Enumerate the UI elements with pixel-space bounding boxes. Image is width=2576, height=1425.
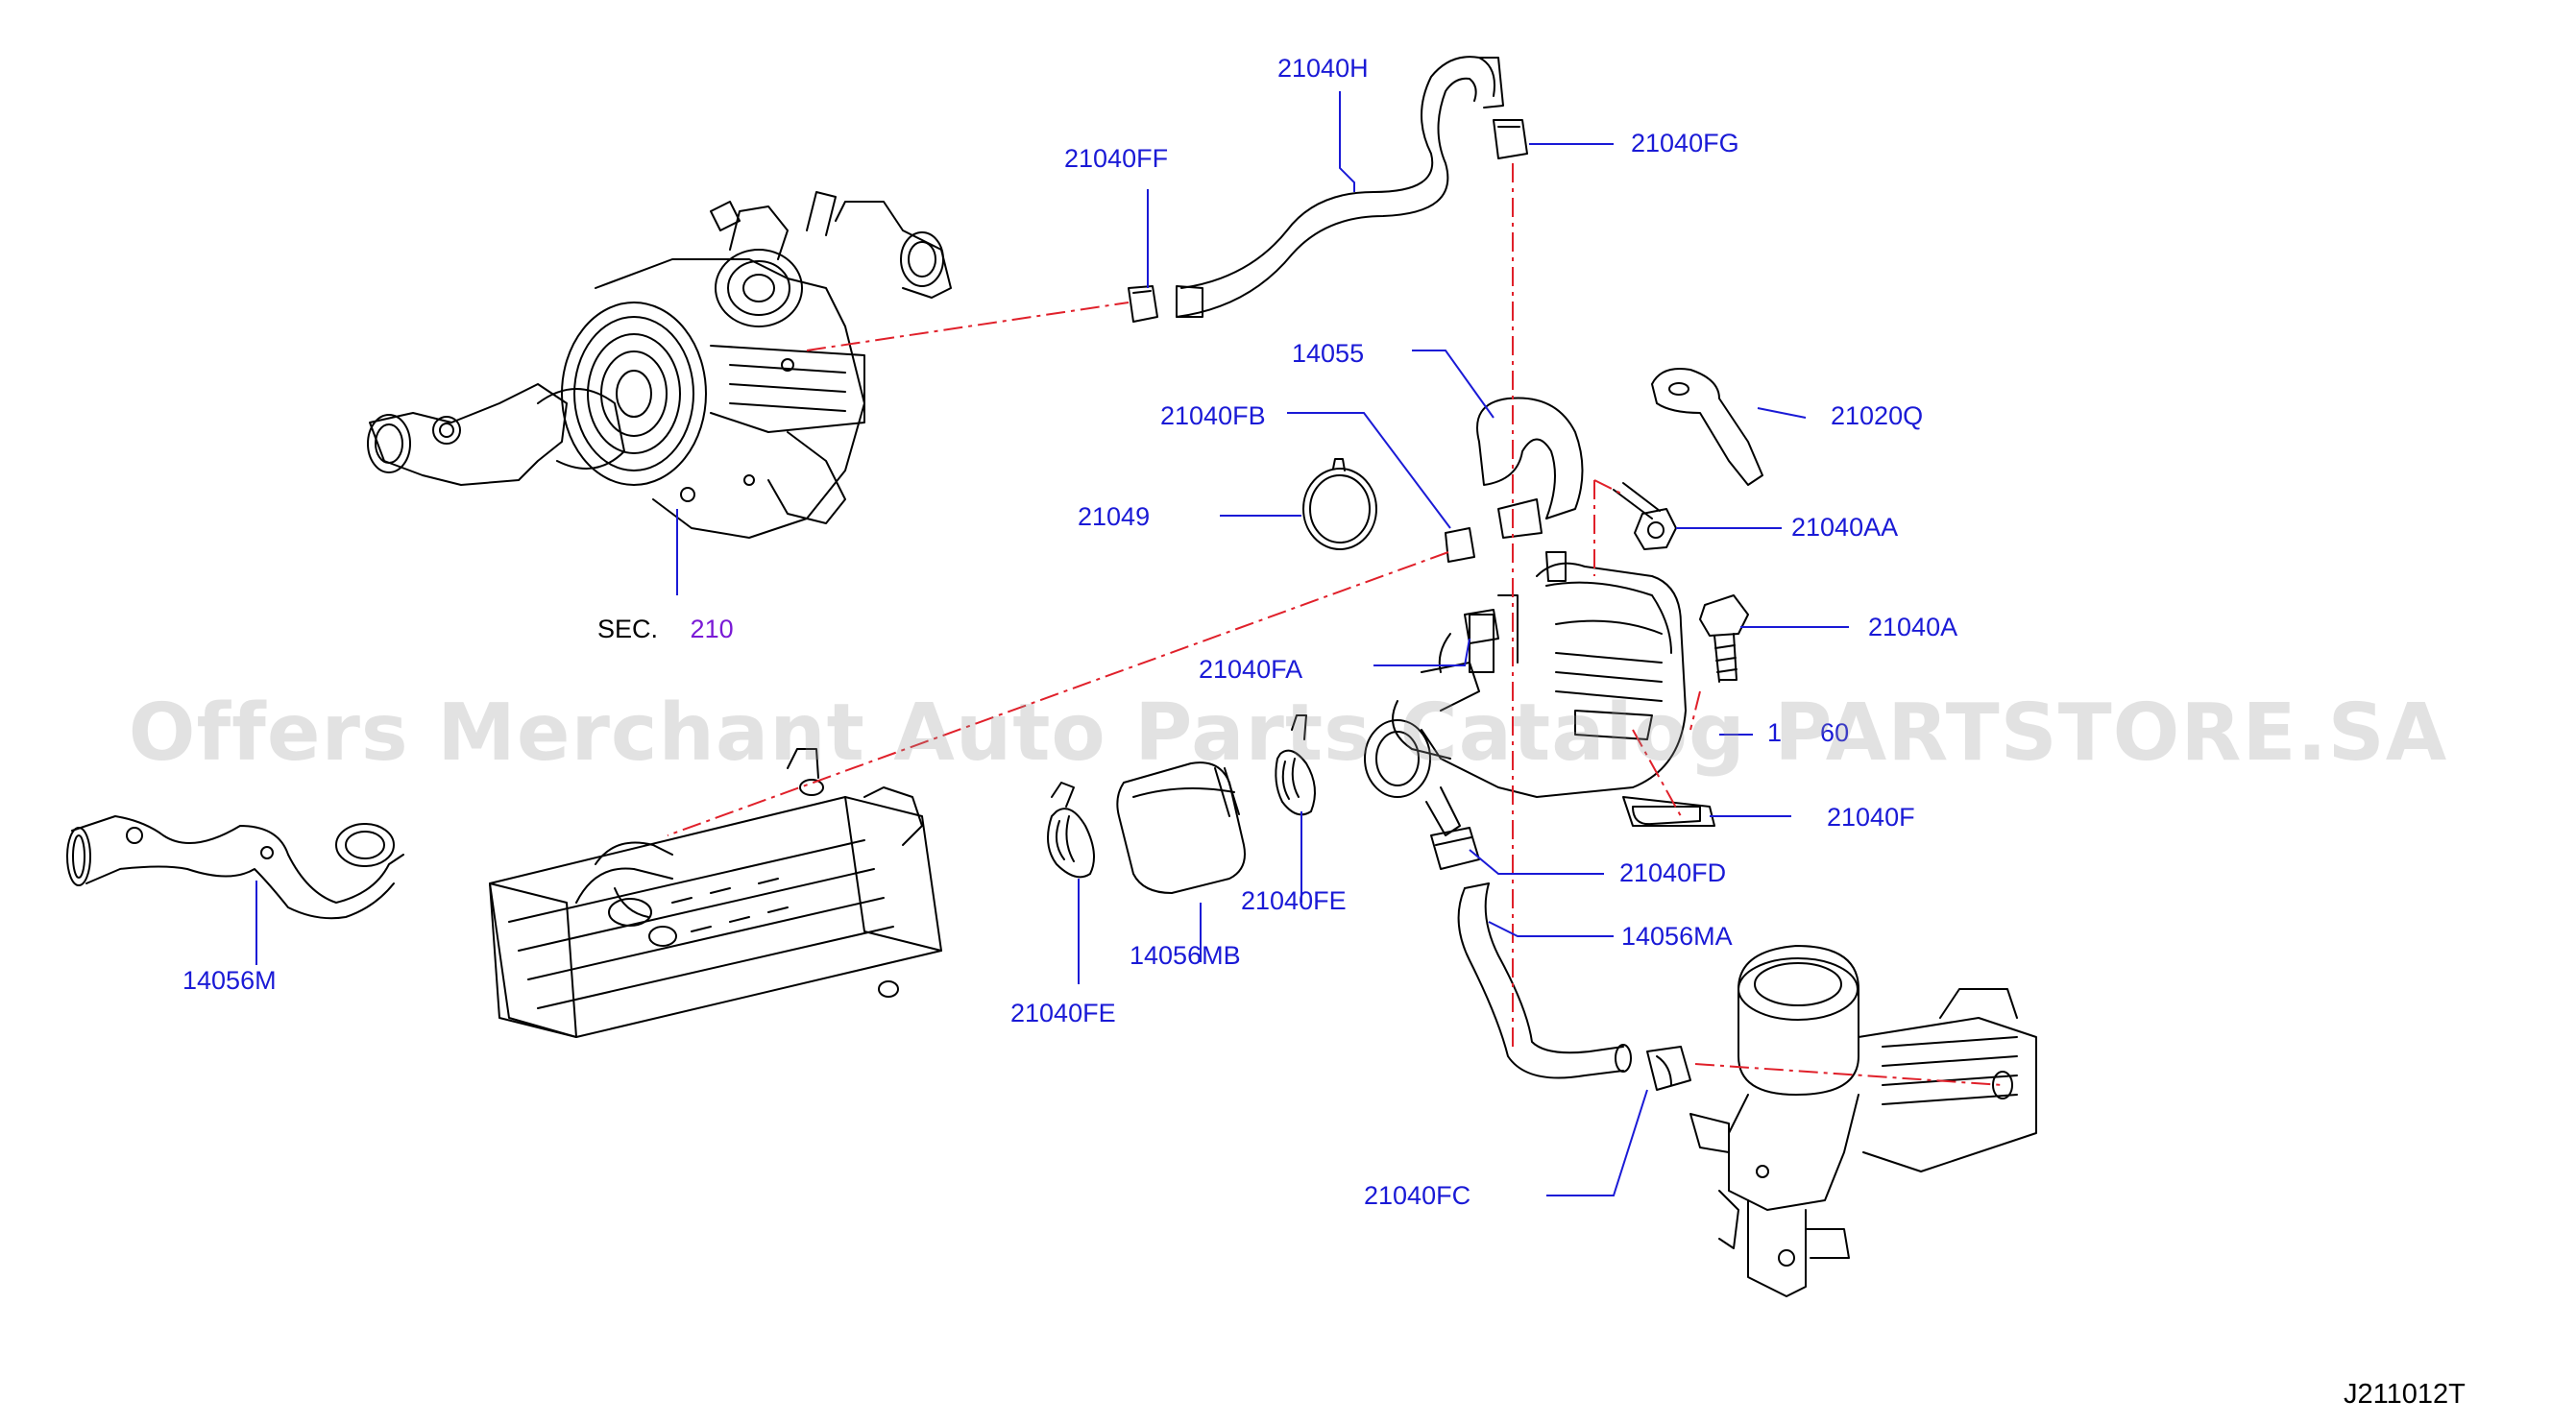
label-21040FF[interactable]: 21040FF [1064, 144, 1169, 173]
label-21040FD[interactable]: 21040FD [1619, 858, 1727, 887]
clip-21040FA [1464, 609, 1499, 644]
clip-21040FD [1430, 827, 1480, 870]
section-prefix: SEC. [597, 615, 659, 643]
clip-21040FF [1128, 285, 1158, 323]
label-14055[interactable]: 14055 [1292, 339, 1365, 368]
clip-21040FG [1493, 119, 1528, 159]
hose-14056MB [1116, 761, 1246, 894]
dashed-connectors [667, 163, 2004, 1086]
label-21040FC[interactable]: 21040FC [1364, 1181, 1471, 1210]
label-14056M[interactable]: 14056M [182, 966, 277, 995]
label-21040FE-right[interactable]: 21040FE [1241, 886, 1347, 915]
label-21040A[interactable]: 21040A [1868, 613, 1958, 641]
bolt-21040A [1699, 594, 1749, 683]
drawing-code: J211012T [2344, 1379, 2466, 1410]
label-21040FE-left[interactable]: 21040FE [1010, 999, 1116, 1027]
egr-valve-assembly [1364, 551, 1715, 836]
hose-21040H [1176, 56, 1504, 318]
hose-14055 [1476, 397, 1584, 539]
label-14056-partial-char3: 0 [1835, 718, 1850, 747]
hose-14056MA [1457, 882, 1632, 1079]
clamp-21040FE-right [1275, 714, 1316, 816]
bracket-21020Q [1651, 368, 1763, 486]
turbocharger-assembly [367, 191, 952, 539]
leader-lines [255, 91, 1849, 1196]
pipe-14056M [66, 815, 404, 920]
label-21040FA[interactable]: 21040FA [1199, 655, 1303, 684]
label-14056MA[interactable]: 14056MA [1621, 922, 1733, 951]
bolt-21040AA [1613, 482, 1677, 550]
label-14056-partial[interactable]: 1 60 [1767, 720, 1849, 746]
section-reference[interactable]: SEC. 210 [597, 616, 734, 642]
section-number[interactable]: 210 [690, 615, 734, 643]
watermark: Offers Merchant Auto Parts Catalog PARTS… [128, 688, 2448, 779]
pipe-21040F [1632, 806, 1701, 826]
label-14056MB[interactable]: 14056MB [1130, 941, 1241, 970]
label-14056-partial-char2: 6 [1820, 718, 1835, 747]
label-21040AA[interactable]: 21040AA [1791, 513, 1899, 542]
clamp-21040FE-left [1047, 782, 1095, 879]
label-21040FG[interactable]: 21040FG [1631, 129, 1739, 157]
egr-cooler [489, 748, 942, 1038]
clip-21040FB [1445, 527, 1475, 563]
label-21049[interactable]: 21049 [1078, 502, 1151, 531]
label-21020Q[interactable]: 21020Q [1831, 401, 1924, 430]
clip-21040FC [1646, 1046, 1691, 1091]
label-14056-partial-char1: 1 [1767, 718, 1783, 747]
oil-filter-assembly [1689, 945, 2037, 1297]
clamp-21049 [1302, 458, 1377, 550]
label-21040F[interactable]: 21040F [1827, 803, 1915, 832]
label-21040FB[interactable]: 21040FB [1160, 401, 1266, 430]
label-21040H[interactable]: 21040H [1277, 54, 1369, 83]
